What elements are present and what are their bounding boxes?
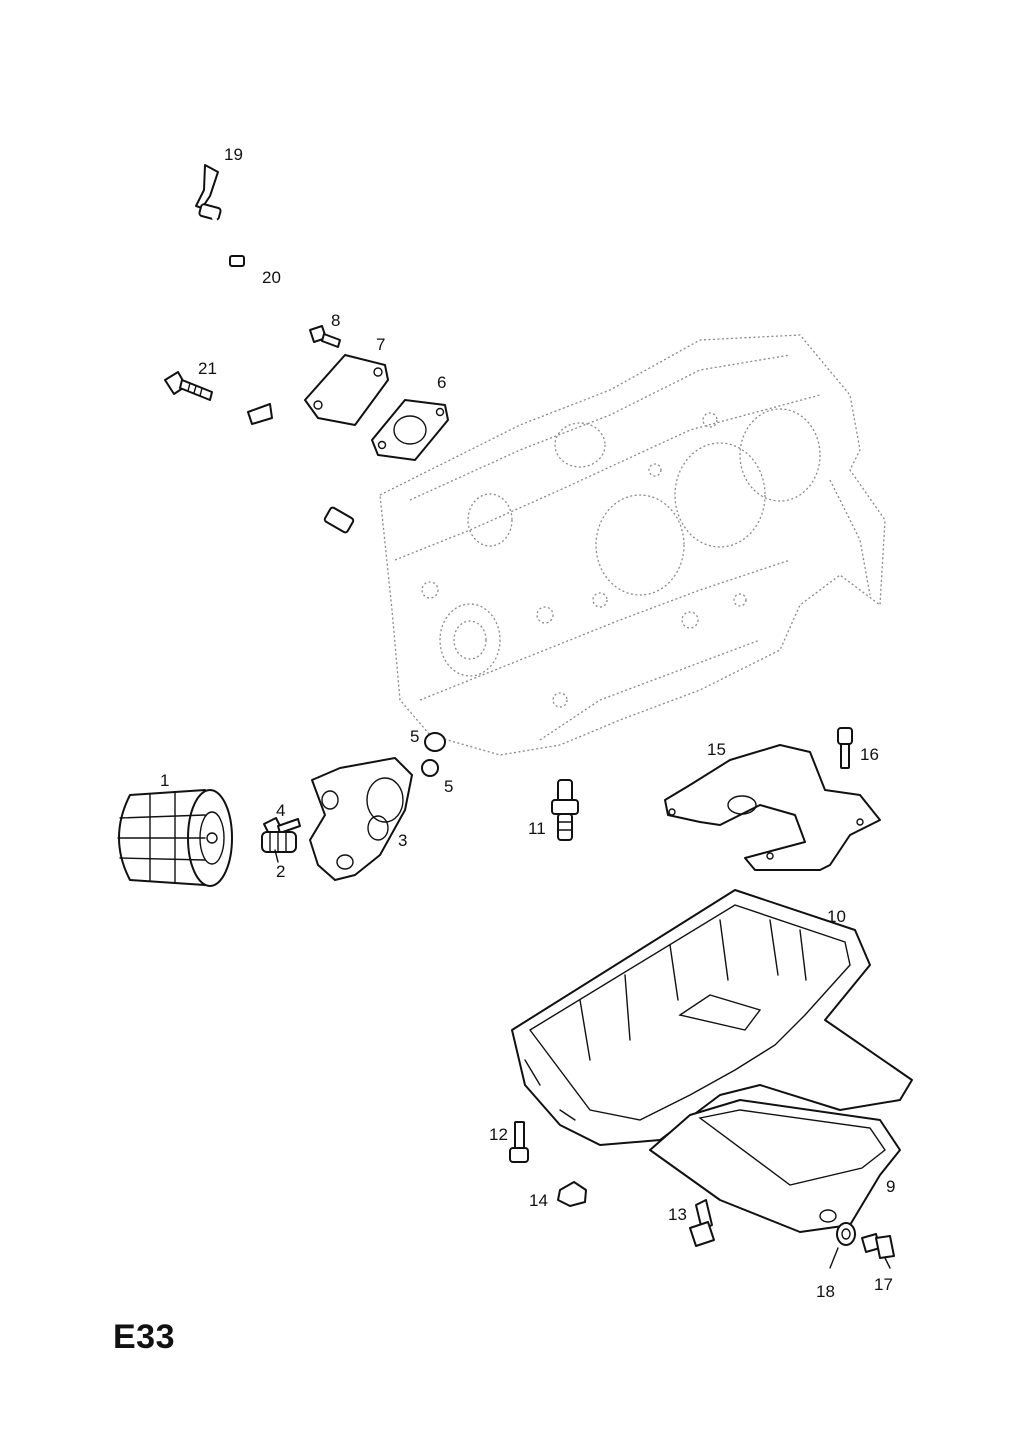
- baffle-plate-15: [664, 744, 881, 871]
- callout-1: 1: [160, 771, 169, 790]
- drain-plug-14: [557, 1181, 587, 1207]
- engine-block-ghost: [379, 334, 886, 756]
- callout-2: 2: [276, 862, 285, 881]
- drain-bolt-17: [861, 1233, 895, 1259]
- callout-16: 16: [860, 745, 879, 764]
- callout-5a: 5: [410, 727, 419, 746]
- callout-12: 12: [489, 1125, 508, 1144]
- gasket-6: [371, 399, 449, 461]
- filter-housing-3: [309, 757, 413, 881]
- callout-20: 20: [262, 268, 281, 287]
- sheet-code-label: E33: [113, 1318, 175, 1356]
- callout-18: 18: [816, 1282, 835, 1301]
- cover-plate-7: [304, 354, 389, 426]
- callout-3: 3: [398, 831, 407, 850]
- callout-19: 19: [224, 145, 243, 164]
- callout-4: 4: [276, 801, 285, 820]
- oil-filter-1: [117, 789, 233, 887]
- leader-lines: [274, 849, 891, 1269]
- bolt-21: [164, 371, 213, 401]
- callout-15: 15: [707, 740, 726, 759]
- dipstick-handle: [195, 164, 222, 221]
- callout-10: 10: [827, 907, 846, 926]
- bolt-16: [837, 727, 853, 769]
- oil-pan-upper-10: [511, 889, 913, 1146]
- callout-13: 13: [668, 1205, 687, 1224]
- callout-6: 6: [437, 373, 446, 392]
- callout-21: 21: [198, 359, 217, 378]
- callout-7: 7: [376, 335, 385, 354]
- callout-labels: 1 2 3 4 5 5 6 7 8 9 10 11 12 13 14 15 16…: [160, 145, 895, 1301]
- callout-14: 14: [529, 1191, 548, 1210]
- o-rings-5: [421, 732, 446, 777]
- callout-17: 17: [874, 1275, 893, 1294]
- stud-11: [551, 779, 579, 841]
- callout-8: 8: [331, 311, 340, 330]
- callout-11: 11: [528, 819, 546, 838]
- oil-pan-lower-9: [649, 1099, 901, 1233]
- dipstick-tube: [212, 216, 355, 534]
- bolt-12: [509, 1121, 529, 1163]
- bolt-13: [689, 1199, 715, 1247]
- callout-9: 9: [886, 1177, 895, 1196]
- bolt-8: [309, 325, 341, 348]
- threaded-nipple-2: [261, 831, 297, 853]
- callout-5b: 5: [444, 777, 453, 796]
- washer-18: [836, 1222, 856, 1246]
